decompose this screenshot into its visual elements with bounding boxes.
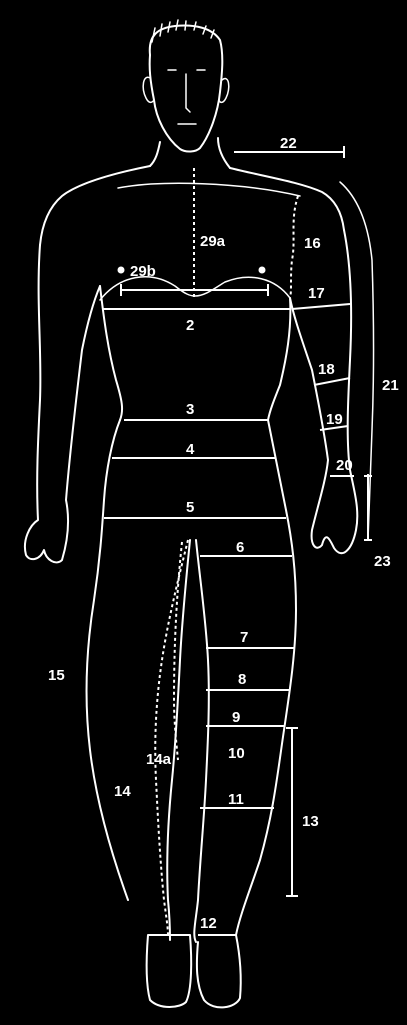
label-neck: 22 xyxy=(280,135,297,152)
label-calf-lower: 11 xyxy=(228,791,244,808)
label-chest-center: 29a xyxy=(200,233,226,250)
lower-leg-length-line xyxy=(286,728,298,896)
label-forearm-upper: 18 xyxy=(318,361,335,378)
label-outseam: 15 xyxy=(48,667,65,684)
label-chest-width: 29b xyxy=(130,263,156,280)
label-chest: 2 xyxy=(186,317,194,334)
label-calf-upper: 10 xyxy=(228,745,245,762)
label-hand: 23 xyxy=(374,553,391,570)
label-shoulder: 16 xyxy=(304,235,321,252)
torso xyxy=(40,138,344,300)
label-hips: 5 xyxy=(186,499,194,516)
head xyxy=(143,20,229,152)
label-thigh-top: 6 xyxy=(236,539,244,556)
label-inseam: 14 xyxy=(114,783,131,800)
label-forearm-lower: 19 xyxy=(326,411,343,428)
upper-arm-line xyxy=(292,304,350,309)
label-upper-arm: 17 xyxy=(308,285,325,302)
label-arm-length: 21 xyxy=(382,377,399,394)
label-wrist: 20 xyxy=(336,457,353,474)
label-thigh-low: 8 xyxy=(238,671,246,688)
right-nipple xyxy=(259,267,266,274)
label-inseam-alt: 14a xyxy=(146,751,172,768)
left-nipple xyxy=(118,267,125,274)
label-thigh-mid: 7 xyxy=(240,629,248,646)
forearm-upper-line xyxy=(314,378,350,385)
label-abdomen: 4 xyxy=(186,441,195,458)
label-waist: 3 xyxy=(186,401,194,418)
right-arm xyxy=(268,230,357,553)
label-knee: 9 xyxy=(232,709,240,726)
label-lower-leg-length: 13 xyxy=(302,813,319,830)
label-ankle: 12 xyxy=(200,915,217,932)
hand-length-line xyxy=(364,474,372,540)
shoulder-dash xyxy=(290,196,298,298)
